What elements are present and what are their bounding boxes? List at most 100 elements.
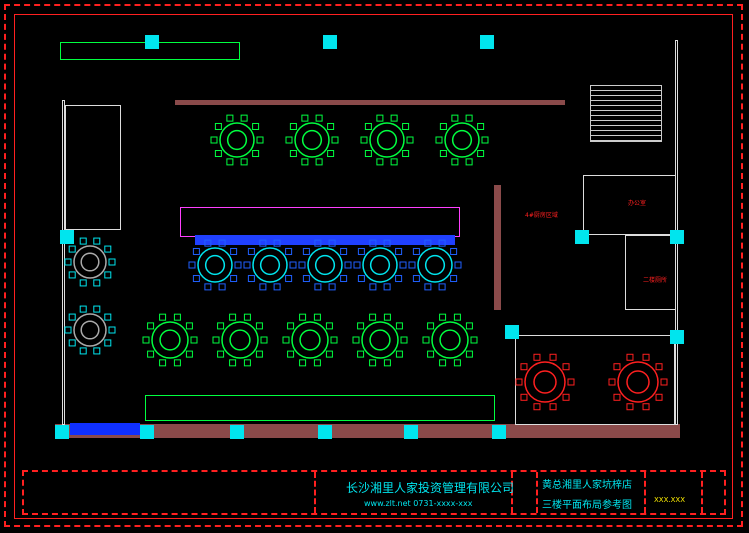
chair <box>470 336 478 344</box>
chair <box>252 122 260 130</box>
chair <box>314 283 322 291</box>
label-kitchen-area: 4#厨房区域 <box>525 212 558 219</box>
chair <box>285 247 293 255</box>
chair <box>93 237 101 245</box>
chair <box>190 336 198 344</box>
structural-column <box>60 230 74 244</box>
chair <box>282 336 290 344</box>
structural-column <box>670 330 684 344</box>
chair <box>390 114 398 122</box>
private-room-table <box>210 114 264 166</box>
chair <box>299 359 307 367</box>
chair <box>243 261 251 269</box>
chair <box>477 122 485 130</box>
chair <box>301 158 309 166</box>
chair <box>229 313 237 321</box>
chair <box>520 393 528 401</box>
chair <box>68 339 76 347</box>
chair <box>465 158 473 166</box>
wall-right-partition <box>494 185 501 310</box>
chair <box>104 245 112 253</box>
chair <box>383 239 391 247</box>
chair <box>439 122 447 130</box>
chair <box>427 350 435 358</box>
chair <box>285 136 293 144</box>
chair <box>369 283 377 291</box>
chair <box>93 347 101 355</box>
chair <box>357 247 365 255</box>
chair <box>173 313 181 321</box>
chair <box>549 353 557 361</box>
private-room-table <box>285 114 339 166</box>
chair <box>412 247 420 255</box>
chair <box>104 339 112 347</box>
main-round-table <box>282 313 338 367</box>
drawing-border-outer <box>4 4 743 527</box>
chair <box>642 353 650 361</box>
chair <box>68 313 76 321</box>
chair <box>465 114 473 122</box>
chair <box>567 378 575 386</box>
chair <box>340 247 348 255</box>
private-room-table <box>435 114 489 166</box>
chair <box>549 403 557 411</box>
chair <box>108 326 116 334</box>
structural-column <box>505 325 519 339</box>
chair <box>439 359 447 367</box>
chair <box>613 393 621 401</box>
wall-top <box>175 100 565 105</box>
project-name: 黄总湘里人家坑梓店 <box>542 480 632 491</box>
chair <box>402 122 410 130</box>
chair <box>217 350 225 358</box>
chair <box>315 158 323 166</box>
chair <box>240 114 248 122</box>
chair <box>435 136 443 144</box>
chair <box>217 322 225 330</box>
chair <box>360 136 368 144</box>
chair <box>68 245 76 253</box>
chair <box>185 322 193 330</box>
chair <box>533 403 541 411</box>
chair <box>369 313 377 321</box>
chair <box>234 261 242 269</box>
chair <box>344 261 352 269</box>
chair <box>454 261 462 269</box>
chair <box>515 378 523 386</box>
chair <box>214 122 222 130</box>
chair <box>302 275 310 283</box>
chair <box>406 136 414 144</box>
chair <box>533 353 541 361</box>
chair <box>400 336 408 344</box>
chair <box>192 247 200 255</box>
chair <box>243 359 251 367</box>
chair <box>626 353 634 361</box>
chair <box>465 322 473 330</box>
drawing-border-inner <box>14 14 733 519</box>
chair <box>204 283 212 291</box>
chair <box>285 275 293 283</box>
chair <box>289 261 297 269</box>
chair <box>369 359 377 367</box>
chair <box>412 275 420 283</box>
round-table-left <box>64 237 116 287</box>
booth-round-table <box>353 239 407 291</box>
chair <box>93 305 101 313</box>
booth-arc-strip <box>195 235 455 245</box>
chair <box>422 336 430 344</box>
title-block: 长沙湘里人家投资管理有限公司 www.zlt.net 0731-xxxx-xxx… <box>22 470 726 515</box>
structural-column <box>670 230 684 244</box>
booth-round-table <box>408 239 462 291</box>
chair <box>402 150 410 158</box>
structural-column <box>318 425 332 439</box>
chair <box>104 271 112 279</box>
wall-bottom <box>55 424 680 438</box>
structural-column <box>230 425 244 439</box>
chair <box>230 247 238 255</box>
main-round-table <box>352 313 408 367</box>
chair <box>243 313 251 321</box>
chair <box>299 313 307 321</box>
chair <box>608 378 616 386</box>
main-round-table <box>212 313 268 367</box>
